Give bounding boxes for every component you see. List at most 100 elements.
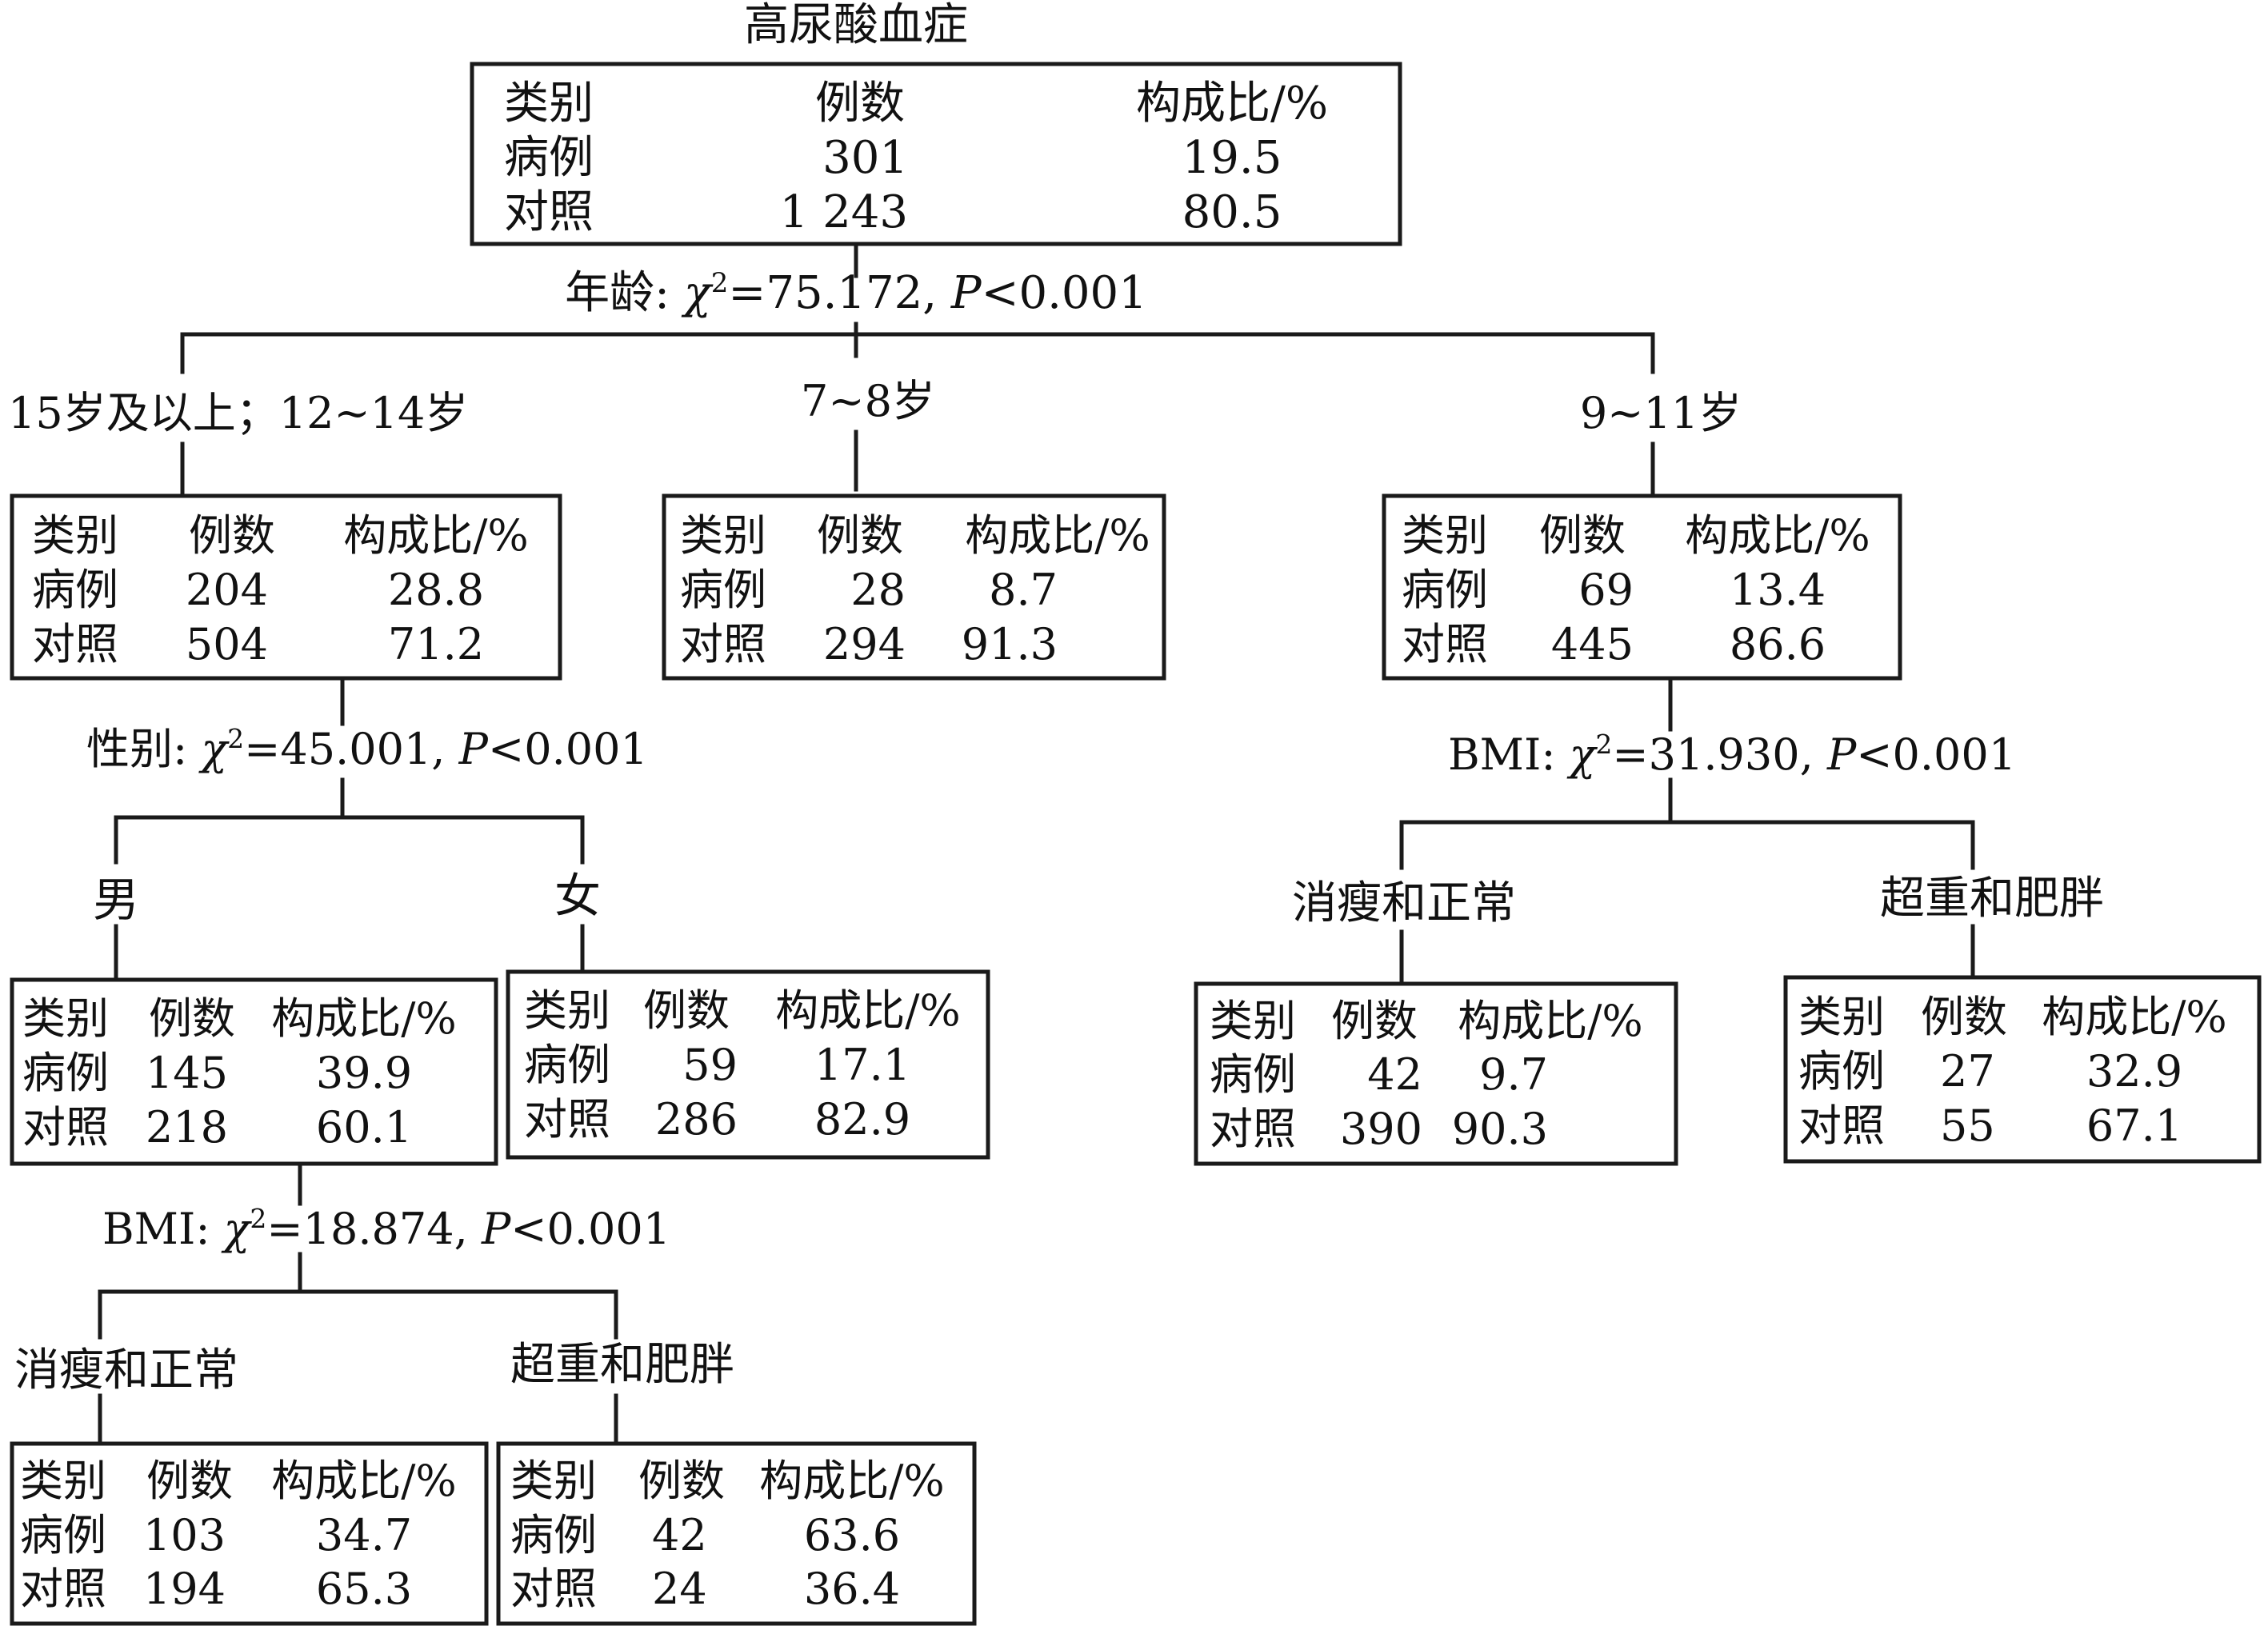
- split-statistic: =75.172,: [728, 267, 950, 319]
- split-label-age: 年龄: χ2=75.172, P<0.001: [565, 267, 1147, 319]
- control-percent: 65.3: [316, 1564, 412, 1614]
- header-percent: 构成比/%: [2042, 992, 2227, 1042]
- chi-symbol: χ: [198, 724, 230, 774]
- row-label-control: 对照: [510, 1564, 597, 1614]
- header-percent: 构成比/%: [343, 510, 529, 561]
- tree-connectors: [98, 242, 1975, 1444]
- header-category: 类别: [504, 78, 594, 130]
- header-percent: 构成比/%: [271, 993, 457, 1044]
- p-value: <0.001: [488, 724, 648, 774]
- header-percent: 构成比/%: [271, 1456, 457, 1506]
- control-percent: 71.2: [388, 619, 484, 669]
- node-table-male-overweight: 类别 例数 构成比/% 病例 42 63.6 对照 24 36.4: [496, 1441, 977, 1626]
- case-percent: 8.7: [989, 565, 1058, 615]
- header-count: 例数: [638, 1456, 725, 1506]
- control-count: 218: [146, 1102, 228, 1153]
- control-count: 286: [655, 1094, 738, 1145]
- header-category: 类别: [1210, 996, 1296, 1046]
- p-value: <0.001: [510, 1204, 670, 1254]
- control-count: 55: [1940, 1101, 1995, 1151]
- row-label-control: 对照: [32, 619, 118, 669]
- branch-label-female: 女: [554, 869, 601, 923]
- header-category: 类别: [32, 510, 118, 561]
- root-title: 高尿酸血症: [744, 0, 968, 51]
- control-count: 24: [652, 1564, 707, 1614]
- header-category: 类别: [524, 985, 610, 1036]
- case-percent: 19.5: [1182, 132, 1282, 184]
- branch-label-right-normal: 消瘦和正常: [1292, 877, 1516, 929]
- header-count: 例数: [1921, 992, 2007, 1042]
- case-count: 42: [1367, 1049, 1422, 1100]
- root-node-table: 类别 例数 构成比/% 病例 301 19.5 对照 1 243 80.5: [470, 62, 1402, 246]
- header-percent: 构成比/%: [965, 510, 1150, 561]
- case-count: 27: [1940, 1046, 1995, 1097]
- case-percent: 39.9: [316, 1048, 412, 1098]
- branch-label-age-7-8: 7~8岁: [801, 376, 935, 426]
- chi-power: 2: [227, 723, 244, 754]
- p-symbol: P: [481, 1204, 512, 1254]
- row-label-control: 对照: [1210, 1104, 1296, 1154]
- header-category: 类别: [680, 510, 766, 561]
- row-label-case: 病例: [524, 1040, 610, 1090]
- header-category: 类别: [22, 993, 109, 1044]
- header-count: 例数: [817, 510, 903, 561]
- split-colon: :: [1541, 729, 1569, 780]
- case-count: 145: [146, 1048, 228, 1098]
- branch-label-male-normal: 消瘦和正常: [14, 1344, 238, 1396]
- control-percent: 60.1: [316, 1102, 412, 1153]
- case-percent: 28.8: [388, 565, 484, 615]
- case-percent: 63.6: [804, 1510, 900, 1560]
- case-percent: 32.9: [2086, 1046, 2182, 1097]
- split-variable: 性别: [86, 724, 173, 774]
- case-count: 42: [652, 1510, 707, 1560]
- header-percent: 构成比/%: [759, 1456, 945, 1506]
- chi-symbol: χ: [681, 267, 714, 319]
- split-label-bmi-right: BMI: χ2=31.930, P<0.001: [1448, 729, 2016, 780]
- p-symbol: P: [458, 724, 490, 774]
- control-count: 445: [1551, 619, 1634, 669]
- node-table-male: 类别 例数 构成比/% 病例 145 39.9 对照 218 60.1: [10, 977, 498, 1166]
- row-label-case: 病例: [1402, 565, 1488, 615]
- split-colon: :: [195, 1204, 223, 1254]
- case-percent: 34.7: [316, 1510, 412, 1560]
- control-percent: 91.3: [962, 619, 1058, 669]
- split-variable: BMI: [102, 1204, 195, 1254]
- header-count: 例数: [815, 78, 905, 130]
- row-label-control: 对照: [504, 186, 594, 238]
- header-count: 例数: [1539, 510, 1626, 561]
- row-label-case: 病例: [1798, 1046, 1885, 1097]
- split-label-sex: 性别: χ2=45.001, P<0.001: [86, 723, 648, 774]
- control-count: 504: [186, 619, 268, 669]
- branch-label-male: 男: [93, 873, 139, 927]
- control-count: 194: [143, 1564, 226, 1614]
- header-category: 类别: [510, 1456, 597, 1506]
- row-label-case: 病例: [1210, 1049, 1296, 1100]
- chi-power: 2: [250, 1203, 266, 1234]
- control-count: 1 243: [780, 186, 908, 238]
- control-percent: 86.6: [1730, 619, 1826, 669]
- node-table-right-normal: 类别 例数 构成比/% 病例 42 9.7 对照 390 90.3: [1194, 981, 1678, 1166]
- chi-symbol: χ: [221, 1204, 253, 1254]
- control-percent: 67.1: [2086, 1101, 2182, 1151]
- chi-symbol: χ: [1566, 729, 1598, 780]
- row-label-control: 对照: [680, 619, 766, 669]
- row-label-case: 病例: [32, 565, 118, 615]
- node-table-male-normal: 类别 例数 构成比/% 病例 103 34.7 对照 194 65.3: [10, 1441, 489, 1626]
- row-label-case: 病例: [680, 565, 766, 615]
- p-value: <0.001: [1856, 729, 2016, 780]
- node-table-female: 类别 例数 构成比/% 病例 59 17.1 对照 286 82.9: [506, 969, 990, 1160]
- row-label-control: 对照: [1402, 619, 1488, 669]
- header-count: 例数: [643, 985, 730, 1036]
- header-count: 例数: [1331, 996, 1418, 1046]
- p-symbol: P: [1826, 729, 1858, 780]
- case-percent: 17.1: [814, 1040, 910, 1090]
- split-variable: BMI: [1448, 729, 1541, 780]
- case-count: 69: [1578, 565, 1634, 615]
- row-label-case: 病例: [22, 1048, 109, 1098]
- control-percent: 90.3: [1452, 1104, 1548, 1154]
- branch-label-age-9-11: 9~11岁: [1580, 388, 1742, 438]
- case-count: 301: [822, 132, 908, 184]
- row-label-case: 病例: [510, 1510, 597, 1560]
- node-table-age-15-12: 类别 例数 构成比/% 病例 204 28.8 对照 504 71.2: [10, 493, 562, 681]
